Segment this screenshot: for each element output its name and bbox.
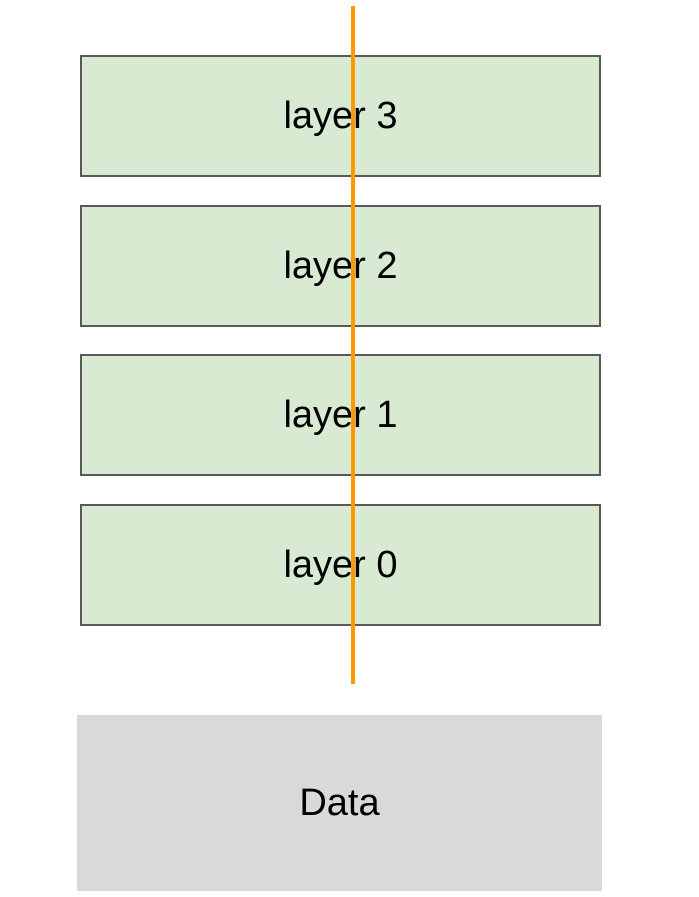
layer-2-label: layer 2 (283, 244, 398, 287)
layer-0-block: layer 0 (80, 504, 601, 626)
data-label: Data (299, 781, 380, 824)
layer-3-label: layer 3 (283, 94, 398, 137)
layer-2-block: layer 2 (80, 205, 601, 327)
layer-0-label: layer 0 (283, 543, 398, 586)
layer-1-block: layer 1 (80, 354, 601, 476)
data-block: Data (77, 715, 602, 891)
layer-1-label: layer 1 (283, 393, 398, 436)
layer-3-block: layer 3 (80, 55, 601, 177)
vertical-pass-line (351, 6, 355, 684)
